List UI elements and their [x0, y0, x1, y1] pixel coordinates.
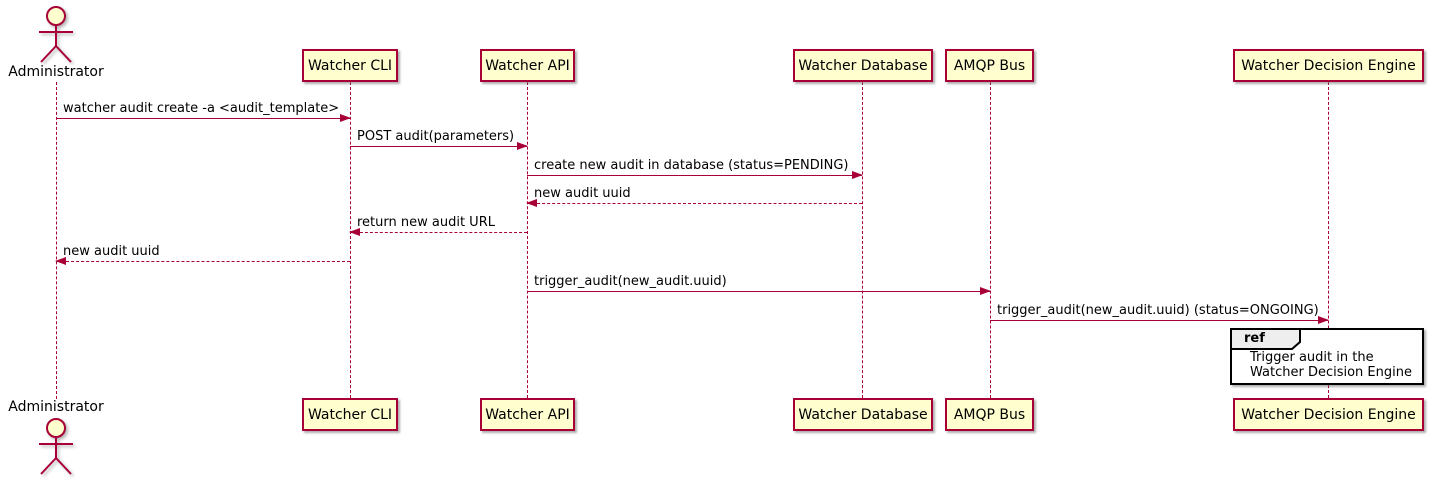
message-new-audit-uuid-db: new audit uuid	[526, 186, 862, 207]
lifeline-watcher-decision-engine	[1328, 82, 1329, 398]
participant-watcher-database-top: Watcher Database	[793, 49, 933, 82]
arrowhead-icon	[980, 287, 991, 295]
message-trigger-audit: trigger_audit(new_audit.uuid)	[527, 274, 991, 295]
participant-amqp-bus-top: AMQP Bus	[945, 49, 1034, 82]
participant-watcher-cli-top: Watcher CLI	[302, 49, 398, 82]
message-return-audit-url: return new audit URL	[349, 215, 527, 236]
arrowhead-icon	[340, 114, 351, 122]
ref-fragment: ref Trigger audit in the Watcher Decisio…	[1230, 328, 1424, 385]
lifeline-administrator	[56, 82, 57, 399]
lifeline-watcher-cli	[350, 82, 351, 398]
ref-tag: ref	[1244, 331, 1265, 346]
actor-label-top: Administrator	[8, 64, 104, 80]
arrowhead-icon	[55, 257, 66, 265]
lifeline-watcher-database	[862, 82, 863, 398]
actor-icon	[39, 6, 73, 63]
participant-amqp-bus-bottom: AMQP Bus	[945, 398, 1034, 431]
actor-label-bottom: Administrator	[8, 399, 104, 415]
message-label: POST audit(parameters)	[357, 129, 515, 144]
ref-text-line1: Trigger audit in the	[1250, 350, 1374, 365]
message-label: trigger_audit(new_audit.uuid) (status=ON…	[997, 303, 1319, 318]
participant-watcher-decision-engine-bottom: Watcher Decision Engine	[1233, 398, 1424, 431]
message-trigger-audit-ongoing: trigger_audit(new_audit.uuid) (status=ON…	[990, 303, 1329, 324]
participant-watcher-database-bottom: Watcher Database	[793, 398, 933, 431]
ref-text-line2: Watcher Decision Engine	[1250, 365, 1412, 380]
message-label: watcher audit create -a <audit_template>	[63, 101, 340, 116]
message-create-audit-db: create new audit in database (status=PEN…	[527, 158, 863, 179]
message-label: new audit uuid	[63, 244, 160, 259]
participant-watcher-api-bottom: Watcher API	[480, 398, 575, 431]
arrowhead-icon	[517, 142, 528, 150]
participant-watcher-cli-bottom: Watcher CLI	[302, 398, 398, 431]
arrowhead-icon	[349, 228, 360, 236]
message-new-audit-uuid-admin: new audit uuid	[55, 244, 350, 265]
message-label: new audit uuid	[534, 186, 631, 201]
arrowhead-icon	[1318, 316, 1329, 324]
participant-watcher-decision-engine-top: Watcher Decision Engine	[1233, 49, 1424, 82]
message-audit-create: watcher audit create -a <audit_template>	[56, 101, 351, 122]
lifeline-amqp-bus	[990, 82, 991, 398]
actor-icon	[39, 418, 73, 475]
arrowhead-icon	[852, 171, 863, 179]
arrowhead-icon	[526, 199, 537, 207]
lifeline-watcher-api	[527, 82, 528, 398]
message-label: trigger_audit(new_audit.uuid)	[534, 274, 727, 289]
participant-watcher-api-top: Watcher API	[480, 49, 575, 82]
ref-tab-icon	[1230, 328, 1301, 350]
message-post-audit: POST audit(parameters)	[350, 129, 528, 150]
message-label: create new audit in database (status=PEN…	[534, 158, 849, 173]
message-label: return new audit URL	[357, 215, 495, 230]
ref-text: Trigger audit in the Watcher Decision En…	[1250, 350, 1412, 380]
